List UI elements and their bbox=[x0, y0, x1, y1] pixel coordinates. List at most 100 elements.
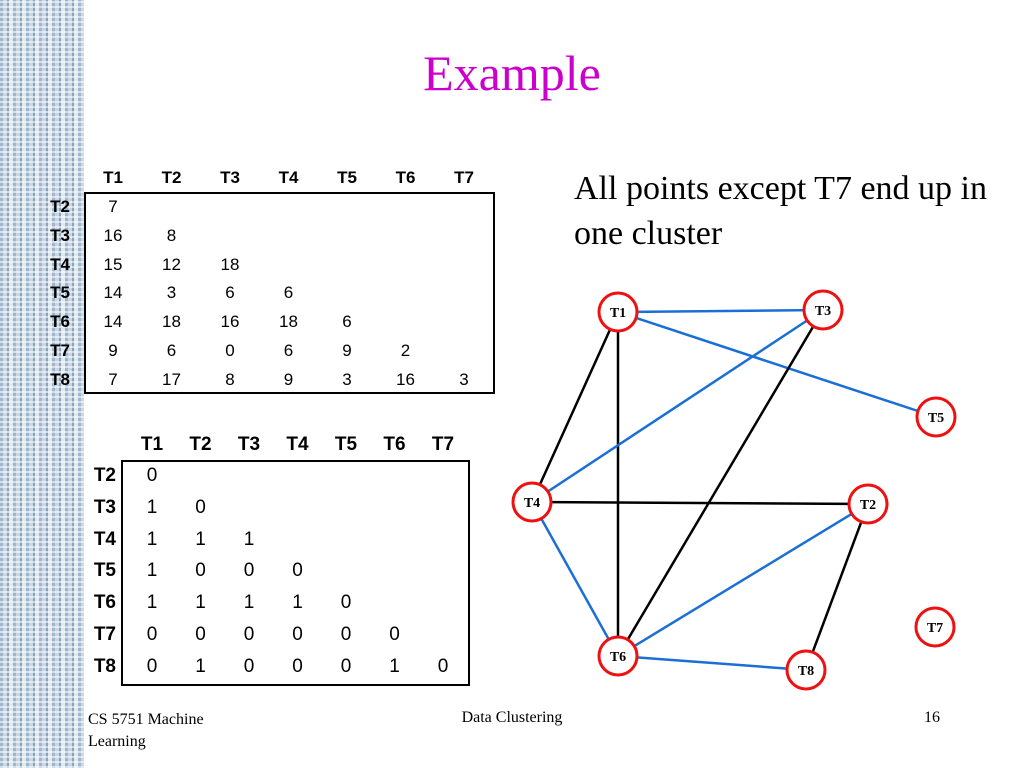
row-label: T7 bbox=[50, 341, 70, 360]
edge-t3-t4 bbox=[531, 308, 824, 504]
node-t3: T3 bbox=[802, 289, 844, 331]
column-header: T4 bbox=[278, 168, 299, 187]
row-label: T4 bbox=[93, 528, 116, 550]
table-cell: 7 bbox=[108, 197, 118, 216]
table-cell: 1 bbox=[146, 528, 158, 550]
table-border bbox=[84, 192, 495, 394]
node-t2: T2 bbox=[847, 483, 889, 525]
edge-t2-t6 bbox=[617, 502, 869, 658]
table-cell: 0 bbox=[340, 655, 352, 677]
table-cell: 0 bbox=[146, 655, 158, 677]
edge-t1-t4 bbox=[530, 311, 620, 503]
table-cell: 8 bbox=[225, 369, 235, 389]
node-t7: T7 bbox=[914, 606, 956, 648]
row-label: T6 bbox=[50, 312, 70, 332]
table-cell: 16 bbox=[396, 369, 415, 389]
node-circle bbox=[597, 635, 639, 677]
column-header: T2 bbox=[189, 434, 212, 455]
table-cell: 0 bbox=[195, 496, 206, 518]
edge-t3-t6 bbox=[616, 309, 825, 657]
table-cell: 1 bbox=[195, 528, 206, 550]
row-label: T3 bbox=[93, 496, 116, 518]
table-cell: 17 bbox=[162, 369, 181, 389]
table-cell: 0 bbox=[146, 465, 158, 486]
table-cell: 6 bbox=[342, 312, 352, 332]
node-circle bbox=[915, 396, 957, 438]
table-cell: 1 bbox=[195, 655, 206, 677]
table-cell: 1 bbox=[389, 655, 400, 677]
edge-t1-t5 bbox=[617, 310, 937, 419]
table-cell: 15 bbox=[103, 254, 123, 274]
table-cell: 1 bbox=[243, 592, 255, 614]
node-label: T1 bbox=[610, 306, 626, 321]
table-cell: 0 bbox=[292, 560, 303, 582]
column-header: T1 bbox=[103, 168, 123, 187]
table-cell: 12 bbox=[162, 254, 181, 274]
table-cell: 14 bbox=[103, 312, 123, 332]
edge-t4-t6 bbox=[530, 501, 620, 657]
table-cell: 0 bbox=[292, 624, 303, 645]
decorative-sidebar bbox=[0, 0, 84, 768]
node-t1: T1 bbox=[597, 291, 639, 333]
table-cell: 1 bbox=[146, 560, 158, 582]
column-header: T4 bbox=[286, 434, 309, 455]
column-header: T3 bbox=[237, 434, 261, 455]
slide-title: Example bbox=[423, 45, 601, 101]
node-label: T2 bbox=[860, 498, 876, 513]
node-label: T4 bbox=[524, 496, 540, 511]
footer-course: CS 5751 Machine Learning bbox=[88, 711, 204, 750]
node-label: T5 bbox=[928, 411, 944, 426]
node-label: T8 bbox=[798, 664, 814, 679]
table-cell: 1 bbox=[243, 528, 255, 550]
table-cell: 0 bbox=[340, 592, 352, 614]
row-label: T8 bbox=[93, 655, 116, 677]
table-cell: 1 bbox=[146, 592, 158, 614]
column-header: T6 bbox=[383, 434, 406, 455]
node-circle bbox=[511, 481, 553, 523]
column-header: T7 bbox=[454, 168, 474, 187]
row-label: T5 bbox=[50, 283, 70, 303]
row-label: T2 bbox=[93, 465, 116, 486]
table-cell: 0 bbox=[243, 655, 255, 677]
column-header: T5 bbox=[334, 434, 358, 455]
table-cell: 2 bbox=[400, 341, 411, 360]
node-t4: T4 bbox=[511, 481, 553, 523]
node-t8: T8 bbox=[785, 649, 827, 691]
node-circle bbox=[847, 483, 889, 525]
table-cell: 6 bbox=[225, 283, 235, 303]
table-cell: 9 bbox=[108, 341, 118, 360]
slide-description: All points except T7 end up in one clust… bbox=[574, 170, 987, 252]
edge-t2-t8 bbox=[804, 503, 870, 671]
table-cell: 16 bbox=[220, 312, 240, 332]
column-header: T5 bbox=[337, 168, 357, 187]
column-header: T7 bbox=[431, 434, 455, 455]
edge-t1-t3 bbox=[617, 308, 824, 314]
row-label: T4 bbox=[50, 254, 70, 274]
table-cell: 18 bbox=[220, 254, 240, 274]
table-cell: 9 bbox=[283, 369, 294, 389]
row-label: T8 bbox=[50, 369, 70, 389]
table-cell: 0 bbox=[195, 560, 206, 582]
table-cell: 0 bbox=[195, 624, 206, 645]
node-t6: T6 bbox=[597, 635, 639, 677]
table-cell: 0 bbox=[243, 624, 255, 645]
column-header: T2 bbox=[161, 168, 182, 187]
table-cell: 0 bbox=[225, 341, 235, 360]
table-cell: 1 bbox=[292, 592, 303, 614]
node-circle bbox=[802, 289, 844, 331]
table-cell: 6 bbox=[283, 341, 294, 360]
column-header: T6 bbox=[395, 168, 416, 187]
column-header: T1 bbox=[140, 434, 164, 455]
table-cell: 1 bbox=[146, 496, 158, 518]
table-cell: 18 bbox=[162, 312, 181, 332]
table-cell: 0 bbox=[389, 624, 400, 645]
table-cell: 0 bbox=[292, 655, 303, 677]
table-cell: 7 bbox=[108, 369, 118, 389]
table-cell: 16 bbox=[103, 225, 123, 245]
table-cell: 3 bbox=[166, 283, 177, 303]
node-circle bbox=[914, 606, 956, 648]
table-cell: 3 bbox=[459, 369, 469, 389]
